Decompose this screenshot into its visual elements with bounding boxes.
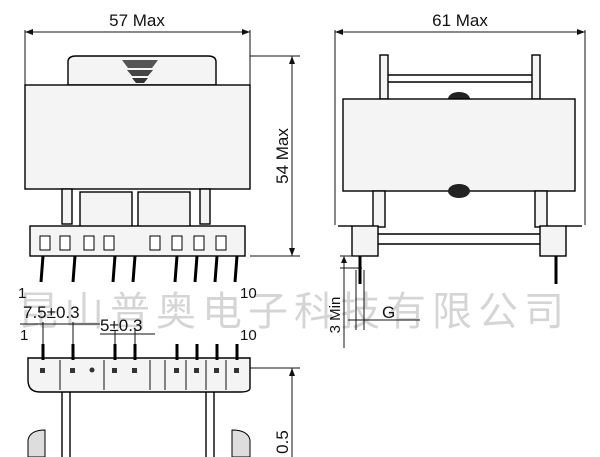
base-divider-lines (59, 360, 227, 390)
lower-corner-left (27, 429, 46, 457)
bottom-pins (41, 344, 239, 360)
pad-holes (40, 367, 239, 373)
arrow-right (242, 29, 250, 35)
arrow-side-right (577, 29, 585, 35)
label-outer-spacing: 7.5±0.3 (23, 303, 80, 322)
side-core-body (342, 98, 576, 192)
label-min-clearance: 3 Min (327, 297, 344, 334)
pin-label-last: 10 (240, 285, 257, 302)
front-inner-frame-right (137, 191, 191, 229)
label-width-side: 61 Max (432, 11, 488, 30)
label-bottom-partial: 0.5 (273, 430, 292, 454)
pin-label-first: 1 (18, 285, 26, 302)
front-pins (39, 255, 239, 283)
bobbin-end-left (351, 225, 379, 257)
arrow-up (289, 56, 295, 64)
front-inner-frame-left (79, 191, 133, 229)
front-view: 57 Max (18, 11, 300, 302)
front-leg-right (199, 188, 211, 225)
front-leg-left (61, 188, 73, 225)
clamp-left-top (379, 54, 389, 100)
arrow-left (25, 29, 33, 35)
pin-label-first-bottom: 1 (20, 327, 28, 344)
label-inner-spacing: 5±0.3 (100, 316, 142, 335)
label-width-front: 57 Max (109, 11, 165, 30)
label-height: 54 Max (273, 128, 292, 184)
side-view: 61 Max 3 Min G (327, 11, 586, 348)
arrow-side-left (335, 29, 343, 35)
arrow-down (289, 248, 295, 256)
clamp-right-top (531, 54, 541, 100)
clamp-right-bottom (534, 190, 548, 228)
front-core-body (24, 84, 251, 190)
bottom-view: 7.5±0.3 5±0.3 1 10 (20, 303, 300, 457)
label-gap: G (382, 303, 395, 322)
lower-corner-right (231, 429, 251, 457)
base-notches (39, 235, 227, 251)
arrow-bottom-partial (289, 368, 295, 376)
clamp-left-bottom (372, 190, 386, 228)
bobbin-end-right (539, 225, 567, 257)
arrow-3min (341, 256, 347, 263)
core-dot-bottom (448, 184, 470, 198)
winding-mark-icon (122, 60, 158, 83)
pin-label-last-bottom: 10 (240, 327, 257, 344)
bottom-base (27, 357, 251, 393)
company-watermark: 昆山普奥电子科技有限公司 (18, 289, 570, 335)
